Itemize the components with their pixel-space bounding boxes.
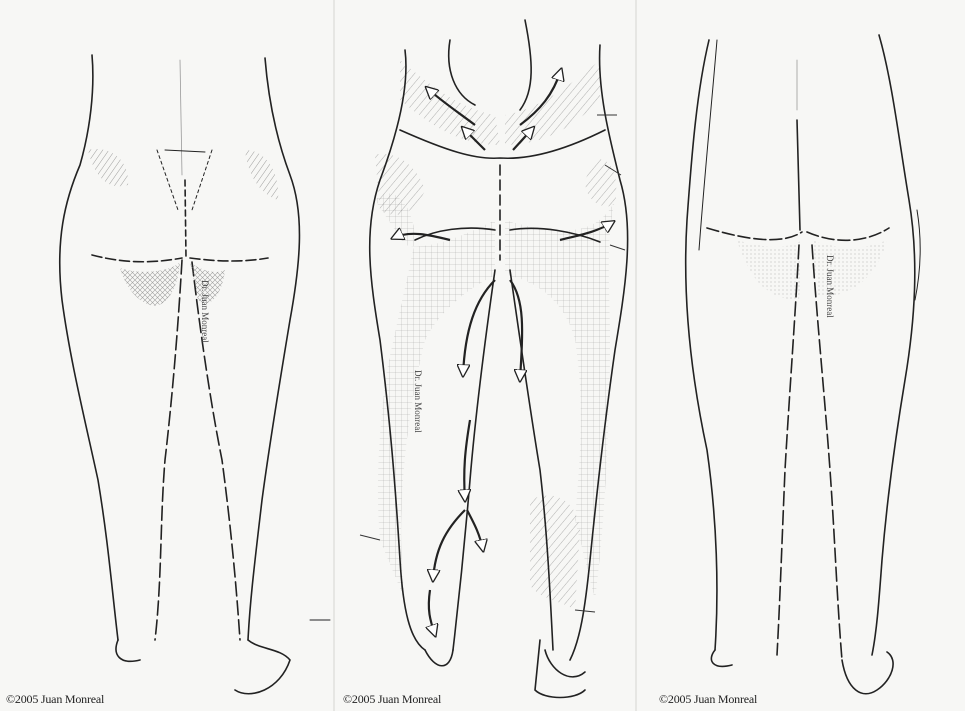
drainage-pathways-drawing xyxy=(335,0,635,711)
artist-signature-1: Dr. Juan Monreal xyxy=(200,280,210,343)
copyright-caption-3: ©2005 Juan Monreal xyxy=(659,692,757,707)
copyright-caption-1: ©2005 Juan Monreal xyxy=(6,692,104,707)
figure-panel-3: Dr. Juan Monreal ©2005 Juan Monreal xyxy=(637,0,965,711)
figure-panel-2: Dr. Juan Monreal ©2005 Juan Monreal xyxy=(335,0,635,711)
legs-rear-view-drawing-1 xyxy=(0,0,333,711)
artist-signature-2: Dr. Juan Monreal xyxy=(413,370,423,433)
figure-panel-1: Dr. Juan Monreal ©2005 Juan Monreal xyxy=(0,0,333,711)
legs-rear-view-drawing-2 xyxy=(637,0,965,711)
artist-signature-3: Dr. Juan Monreal xyxy=(825,255,835,318)
copyright-caption-2: ©2005 Juan Monreal xyxy=(343,692,441,707)
